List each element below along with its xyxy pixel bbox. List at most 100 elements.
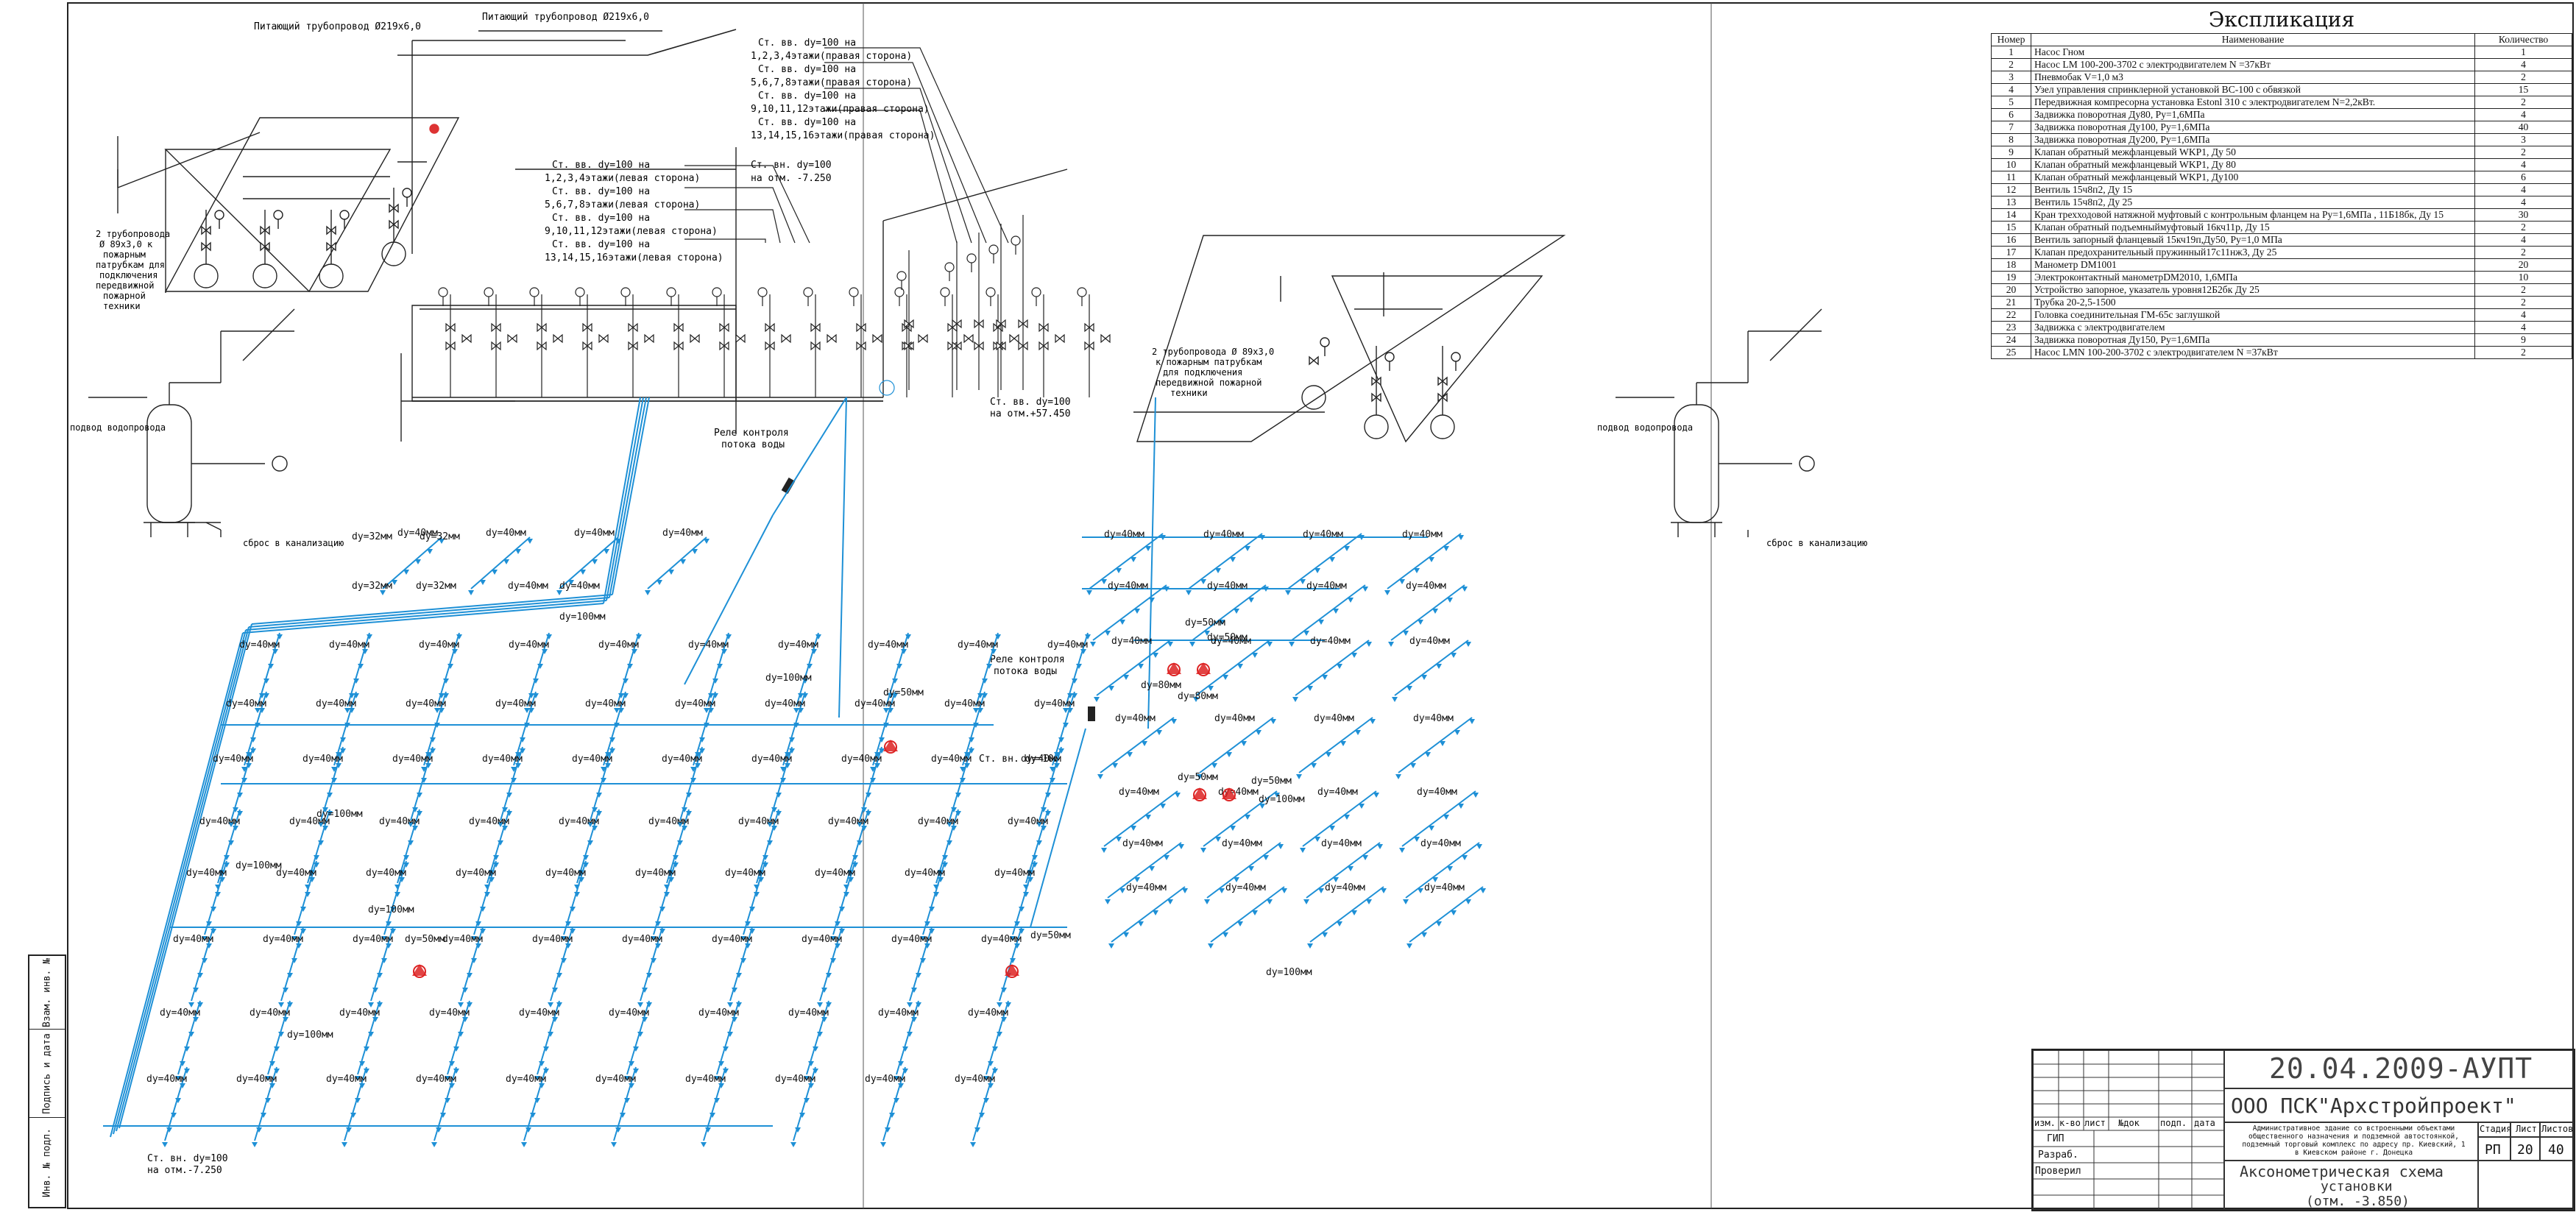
sprinkler-head [848,877,854,882]
sprinkler-head [283,988,289,993]
sprinkler-head [415,559,421,564]
sprinkler-head [1178,844,1184,849]
cell-qty: 4 [2474,308,2572,322]
dy-label: dy=40мм [1203,529,1244,540]
sprinkler-head [969,737,974,743]
sprinkler-head [646,1002,652,1007]
sprinkler-head [745,921,751,927]
sprinkler-head [291,936,297,941]
sprinkler-head [596,811,602,816]
sprinkler-head [417,811,422,816]
sprinkler-head [344,708,350,713]
sprinkler-head [246,763,252,768]
sprinkler-head [1307,943,1313,949]
dy-label: dy=40мм [545,868,586,879]
sprinkler-head [979,1113,985,1118]
valve-icon [1437,376,1448,386]
sprinkler-head [924,921,930,927]
valve-icon [810,322,821,333]
cell-qty: 2 [2474,96,2572,109]
cell-name: Вентиль 15ч8п2, Ду 25 [2030,196,2476,209]
dy-label: dy=40мм [1406,581,1446,592]
sprinkler-head [175,1076,181,1081]
sprinkler-head [1421,932,1427,938]
dy-label: dy=40мм [648,816,689,827]
sprinkler-head [609,737,615,743]
sprinkler-head [430,737,436,743]
sprinkler-head [723,1069,729,1074]
role-razrab: Разраб. [2038,1150,2078,1161]
sprinkler-head [443,693,449,698]
sprinkler-head [453,1069,459,1074]
sprinkler-head [520,748,526,754]
sprinkler-head [964,763,970,768]
sprinkler-head [624,1076,630,1081]
sprinkler-head [515,752,521,757]
gauge-icon [712,287,722,297]
valve-icon [644,333,654,344]
sprinkler-head [1182,888,1188,893]
pipe-diameter-labels: dy=40мм dy=40мм dy=40мм dy=40мм dy=40мм dy=40… [146,528,1465,1085]
sprinkler-head [633,1046,639,1052]
sprinkler-head [955,793,961,798]
cell-num: 21 [1991,296,2031,309]
sprinkler-head [533,693,539,698]
dy-label: dy=32мм [416,581,456,592]
cell-num: 14 [1991,208,2031,222]
relay-icon [1088,706,1095,721]
sprinkler-head [811,649,817,654]
sprinkler-head [892,679,898,684]
sprinkler-head [417,793,422,798]
sprinkler-head [710,1113,715,1118]
sprinkler-head [233,826,238,831]
sprinkler-head [237,811,243,816]
sprinkler-head [1278,844,1284,849]
st-vn-label-2b: на отм.+57.450 [990,408,1071,419]
sprinkler-head [578,877,584,882]
dy-label: dy=40мм [456,868,496,879]
sprinkler-head [530,1113,536,1118]
sprinkler-head [1134,877,1140,882]
valve-icon [537,341,547,351]
valve-icon [952,319,962,329]
sprinkler-head [184,1069,190,1074]
svg-text:техники: техники [103,301,141,311]
sprinkler-head [596,793,602,798]
sprinkler-head [263,679,269,684]
sprinkler-head [609,748,615,754]
sprinkler-head [372,988,378,993]
sprinkler-head [712,679,718,684]
sprinkler-head [452,649,458,654]
cell-name: Клапан предохранительный пружинный17с11н… [2030,246,2476,259]
dy-label: dy=40мм [1207,581,1248,592]
sprinkler-head [362,649,368,654]
relay-label-2a: Реле контроля [990,654,1065,665]
st-vn-label-3a: Ст. вн. dy=100 [147,1153,228,1164]
cell-num: 23 [1991,321,2031,334]
dy-label: dy=40мм [1417,787,1457,798]
dy-label: dy=40мм [316,698,356,709]
sprinkler-head [1237,664,1243,669]
pipe-segment [1199,717,1274,773]
svg-text:Ø 89x3,0 к: Ø 89x3,0 к [99,239,153,249]
pipe-segment [1390,584,1465,641]
sprinkler-head [539,1061,545,1066]
sprinkler-head [367,634,372,640]
sprinkler-head [924,943,930,949]
sprinkler-head [1451,653,1457,658]
sprinkler-head [1036,840,1042,846]
sprinkler-head [677,822,683,827]
sprinkler-head [1237,921,1243,927]
valve-icon [690,333,700,344]
cell-name: Насос LMN 100-200-3702 с электродвигател… [2030,346,2476,359]
sprinkler-head [1296,774,1302,779]
svg-text:Ст. вв. dy=100 на: Ст. вв. dy=100 на [758,117,856,128]
gauge-icon [966,253,977,263]
sprinkler-head [682,826,687,831]
sprinkler-head [458,1002,464,1007]
dy-label: dy=100мм [1259,794,1305,805]
sprinkler-head [668,570,674,575]
valve-icon [201,241,211,252]
sprinkler-head [440,1113,446,1118]
sprinkler-head [1105,899,1111,904]
